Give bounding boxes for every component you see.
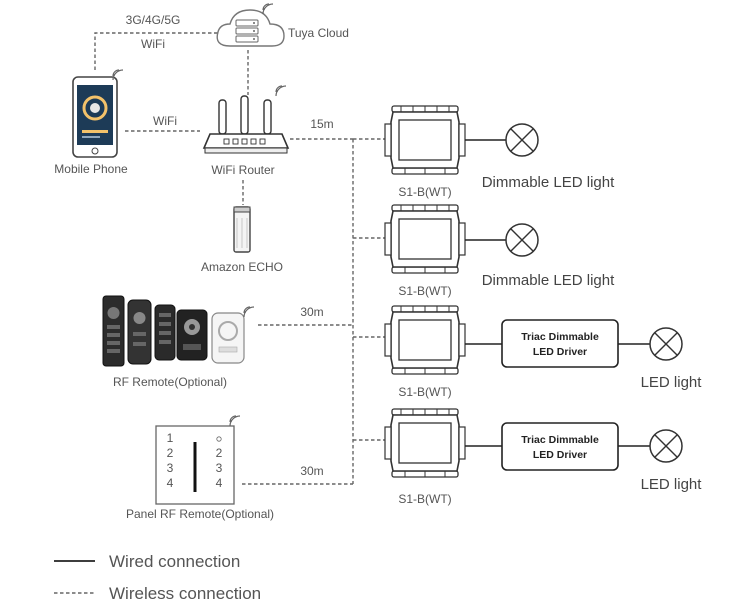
echo-icon (233, 206, 251, 253)
phone-wifi-label: WiFi (153, 114, 177, 128)
echo-label: Amazon ECHO (201, 260, 283, 274)
phone-label: Mobile Phone (54, 162, 128, 176)
router-label: WiFi Router (211, 163, 274, 177)
panel-left-number: 2 (167, 446, 174, 460)
controller-module (384, 305, 466, 375)
panel-left-number: 3 (167, 461, 174, 475)
controller-label: S1-B(WT) (398, 284, 451, 298)
driver-label-line1: Triac Dimmable (521, 331, 599, 343)
panel-distance: 30m (300, 464, 323, 478)
cellular-label: 3G/4G/5G (126, 13, 181, 27)
panel-power-icon (216, 436, 222, 442)
bulb-icon (505, 223, 539, 257)
panel-left-number: 1 (167, 431, 174, 445)
output-label: LED light (641, 374, 703, 391)
controller-label: S1-B(WT) (398, 385, 451, 399)
legend-wired-label: Wired connection (109, 552, 240, 571)
panel-right-number: 2 (216, 446, 223, 460)
router-distance: 15m (310, 117, 333, 131)
remote-distance: 30m (300, 305, 323, 319)
output-label: LED light (641, 476, 703, 493)
panel-left-number: 4 (167, 476, 174, 490)
router-signal-icon (275, 85, 287, 97)
driver-label-line2: LED Driver (533, 449, 587, 461)
driver-label-line2: LED Driver (533, 346, 587, 358)
panel-signal-icon (229, 415, 241, 427)
output-label: Dimmable LED light (482, 272, 615, 289)
controller-module (384, 105, 466, 175)
remote-signal-icon (243, 306, 255, 318)
output-label: Dimmable LED light (482, 174, 615, 191)
phone-icon (72, 76, 118, 158)
panel-right-number: 3 (216, 461, 223, 475)
remote-label: RF Remote(Optional) (113, 375, 227, 389)
controller-module (384, 204, 466, 274)
cloud-label: Tuya Cloud (288, 26, 349, 40)
controller-label: S1-B(WT) (398, 492, 451, 506)
panel-label: Panel RF Remote(Optional) (126, 507, 274, 521)
cloud-signal-icon (262, 3, 274, 15)
driver-label-line1: Triac Dimmable (521, 434, 599, 446)
controller-module (384, 408, 466, 478)
router-icon (202, 95, 290, 154)
legend-wireless-label: Wireless connection (109, 584, 261, 603)
rf-remotes-icon (102, 295, 245, 367)
cloud-icon (216, 9, 285, 47)
panel-right-number: 4 (216, 476, 223, 490)
driver-box (501, 422, 619, 471)
bulb-icon (649, 327, 683, 361)
driver-box (501, 319, 619, 368)
controller-label: S1-B(WT) (398, 185, 451, 199)
cellular-wifi-label: WiFi (141, 37, 165, 51)
bulb-icon (505, 123, 539, 157)
legend: Wired connection Wireless connection (54, 552, 261, 603)
cellular-link (94, 32, 222, 70)
bulb-icon (649, 429, 683, 463)
